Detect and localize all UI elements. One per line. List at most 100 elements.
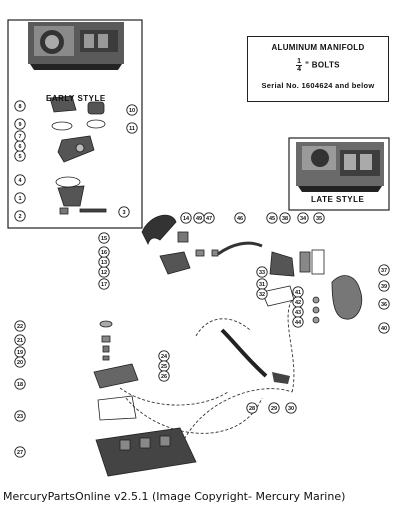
footer-caption: MercuryPartsOnline v2.5.1 (Image Copyrig… <box>3 490 346 503</box>
callout-number-21[interactable]: 21 <box>17 338 23 344</box>
routing-lines <box>119 299 295 449</box>
callout-number-23[interactable]: 23 <box>17 414 23 420</box>
callout-circle-4[interactable] <box>14 174 26 186</box>
callout-circle-30[interactable] <box>285 402 297 414</box>
callout-circle-40[interactable] <box>378 322 390 334</box>
callout-circle-36[interactable] <box>378 298 390 310</box>
callout-number-24[interactable]: 24 <box>161 354 168 360</box>
callout-number-44[interactable]: 44 <box>295 320 302 326</box>
callout-number-45[interactable]: 45 <box>269 216 275 222</box>
callout-number-12[interactable]: 12 <box>101 270 107 276</box>
callout-number-34[interactable]: 34 <box>300 216 307 222</box>
callout-number-9[interactable]: 9 <box>18 122 21 128</box>
fraction-numerator: 1 <box>297 58 302 65</box>
callout-circle-28[interactable] <box>246 402 258 414</box>
callout-circle-14[interactable] <box>180 212 192 224</box>
callout-number-2[interactable]: 2 <box>18 214 21 220</box>
callout-circle-17[interactable] <box>98 278 110 290</box>
callout-number-26[interactable]: 26 <box>161 374 167 380</box>
callout-circle-39[interactable] <box>378 280 390 292</box>
callout-number-13[interactable]: 13 <box>101 260 107 266</box>
callout-number-8[interactable]: 8 <box>18 104 21 110</box>
callout-circle-10[interactable] <box>126 104 138 116</box>
callout-number-39[interactable]: 39 <box>381 284 387 290</box>
exhaust-elbow-parts <box>141 214 219 275</box>
callout-number-42[interactable]: 42 <box>295 300 301 306</box>
callout-number-5[interactable]: 5 <box>18 154 21 160</box>
callout-circle-26[interactable] <box>158 370 170 382</box>
callout-number-33[interactable]: 33 <box>259 270 265 276</box>
callout-number-16[interactable]: 16 <box>101 250 107 256</box>
callout-number-36[interactable]: 36 <box>381 302 387 308</box>
callout-circle-15[interactable] <box>98 232 110 244</box>
callout-circle-20[interactable] <box>14 356 26 368</box>
late-engine-illustration <box>296 142 384 192</box>
callout-circle-7[interactable] <box>14 130 26 142</box>
fitting-30 <box>272 372 290 384</box>
callout-number-22[interactable]: 22 <box>17 324 23 330</box>
callout-circle-35[interactable] <box>313 212 325 224</box>
callout-circle-46[interactable] <box>234 212 246 224</box>
callout-circle-22[interactable] <box>14 320 26 332</box>
callout-circle-32[interactable] <box>256 288 268 300</box>
callout-circle-23[interactable] <box>14 410 26 422</box>
early-style-parts <box>49 95 107 215</box>
callout-number-4[interactable]: 4 <box>18 178 22 184</box>
title-line-2: 1 4 " BOLTS <box>248 58 388 73</box>
callout-circle-21[interactable] <box>14 334 26 346</box>
callout-number-47[interactable]: 47 <box>206 216 212 222</box>
callout-number-49[interactable]: 49 <box>196 216 202 222</box>
bottom-left-parts <box>93 320 197 477</box>
callout-circle-38[interactable] <box>279 212 291 224</box>
callout-number-31[interactable]: 31 <box>259 282 265 288</box>
fraction-denominator: 4 <box>297 66 302 73</box>
callout-number-28[interactable]: 28 <box>249 406 255 412</box>
callout-number-27[interactable]: 27 <box>17 450 23 456</box>
callout-number-20[interactable]: 20 <box>17 360 23 366</box>
callout-circle-2[interactable] <box>14 210 26 222</box>
callout-number-38[interactable]: 38 <box>282 216 288 222</box>
callout-circle-45[interactable] <box>266 212 278 224</box>
callout-circle-1[interactable] <box>14 192 26 204</box>
callout-circle-3[interactable] <box>118 206 130 218</box>
callout-number-40[interactable]: 40 <box>381 326 387 332</box>
callout-number-35[interactable]: 35 <box>316 216 322 222</box>
callout-number-10[interactable]: 10 <box>129 108 135 114</box>
callout-number-41[interactable]: 41 <box>295 290 301 296</box>
callout-number-14[interactable]: 14 <box>183 216 190 222</box>
callout-number-1[interactable]: 1 <box>18 196 21 202</box>
callout-number-37[interactable]: 37 <box>381 268 387 274</box>
callout-number-17[interactable]: 17 <box>101 282 107 288</box>
hose-28 <box>220 328 268 378</box>
callout-circle-37[interactable] <box>378 264 390 276</box>
callout-number-32[interactable]: 32 <box>259 292 265 298</box>
callout-number-46[interactable]: 46 <box>237 216 243 222</box>
callout-circle-44[interactable] <box>292 316 304 328</box>
early-style-label: EARLY STYLE <box>46 94 106 103</box>
callout-number-18[interactable]: 18 <box>17 382 23 388</box>
callout-number-29[interactable]: 29 <box>271 406 277 412</box>
late-style-label: LATE STYLE <box>311 195 365 204</box>
callout-number-19[interactable]: 19 <box>17 350 23 356</box>
callout-circle-16[interactable] <box>98 246 110 258</box>
callout-number-7[interactable]: 7 <box>18 134 21 140</box>
callout-circle-49[interactable] <box>193 212 205 224</box>
callout-number-6[interactable]: 6 <box>18 144 21 150</box>
callout-circle-33[interactable] <box>256 266 268 278</box>
callout-circle-18[interactable] <box>14 378 26 390</box>
part-callouts: 1234567891011121314151617181920212223242… <box>14 100 390 458</box>
callout-number-3[interactable]: 3 <box>122 210 125 216</box>
callout-circle-8[interactable] <box>14 100 26 112</box>
callout-number-43[interactable]: 43 <box>295 310 301 316</box>
callout-number-11[interactable]: 11 <box>129 126 135 132</box>
callout-number-15[interactable]: 15 <box>101 236 107 242</box>
callout-circle-34[interactable] <box>297 212 309 224</box>
callout-number-25[interactable]: 25 <box>161 364 167 370</box>
early-style-inset <box>7 19 143 229</box>
callout-circle-27[interactable] <box>14 446 26 458</box>
callout-circle-11[interactable] <box>126 122 138 134</box>
late-style-inset <box>288 137 390 211</box>
callout-number-30[interactable]: 30 <box>288 406 294 412</box>
callout-circle-9[interactable] <box>14 118 26 130</box>
callout-circle-29[interactable] <box>268 402 280 414</box>
